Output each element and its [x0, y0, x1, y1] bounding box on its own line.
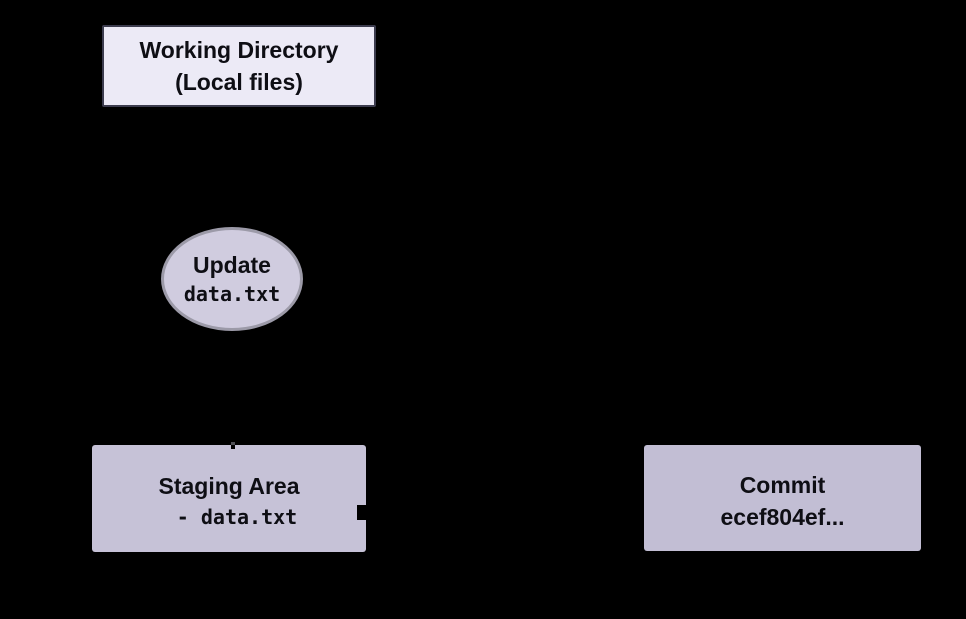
arrow-tail-artifact — [357, 505, 366, 520]
update-action-ellipse: Update data.txt — [161, 227, 303, 331]
staging-area-file-item: - data.txt — [177, 502, 297, 533]
commit-node: Commit ecef804ef... — [644, 445, 921, 551]
update-action-title: Update — [193, 252, 271, 278]
update-action-filename: data.txt — [183, 282, 281, 306]
list-dash: - — [176, 504, 189, 529]
working-directory-subtitle: (Local files) — [175, 69, 303, 95]
staged-filename: data.txt — [200, 504, 298, 529]
arrowhead-artifact-lower — [231, 445, 235, 449]
commit-title: Commit — [739, 471, 826, 498]
arrowhead-artifact-upper — [231, 442, 235, 445]
working-directory-title: Working Directory — [139, 37, 339, 63]
staging-area-node: Staging Area - data.txt — [92, 445, 366, 552]
working-directory-node: Working Directory (Local files) — [102, 25, 376, 107]
commit-hash: ecef804ef... — [720, 503, 845, 530]
staging-area-title: Staging Area — [158, 472, 300, 499]
